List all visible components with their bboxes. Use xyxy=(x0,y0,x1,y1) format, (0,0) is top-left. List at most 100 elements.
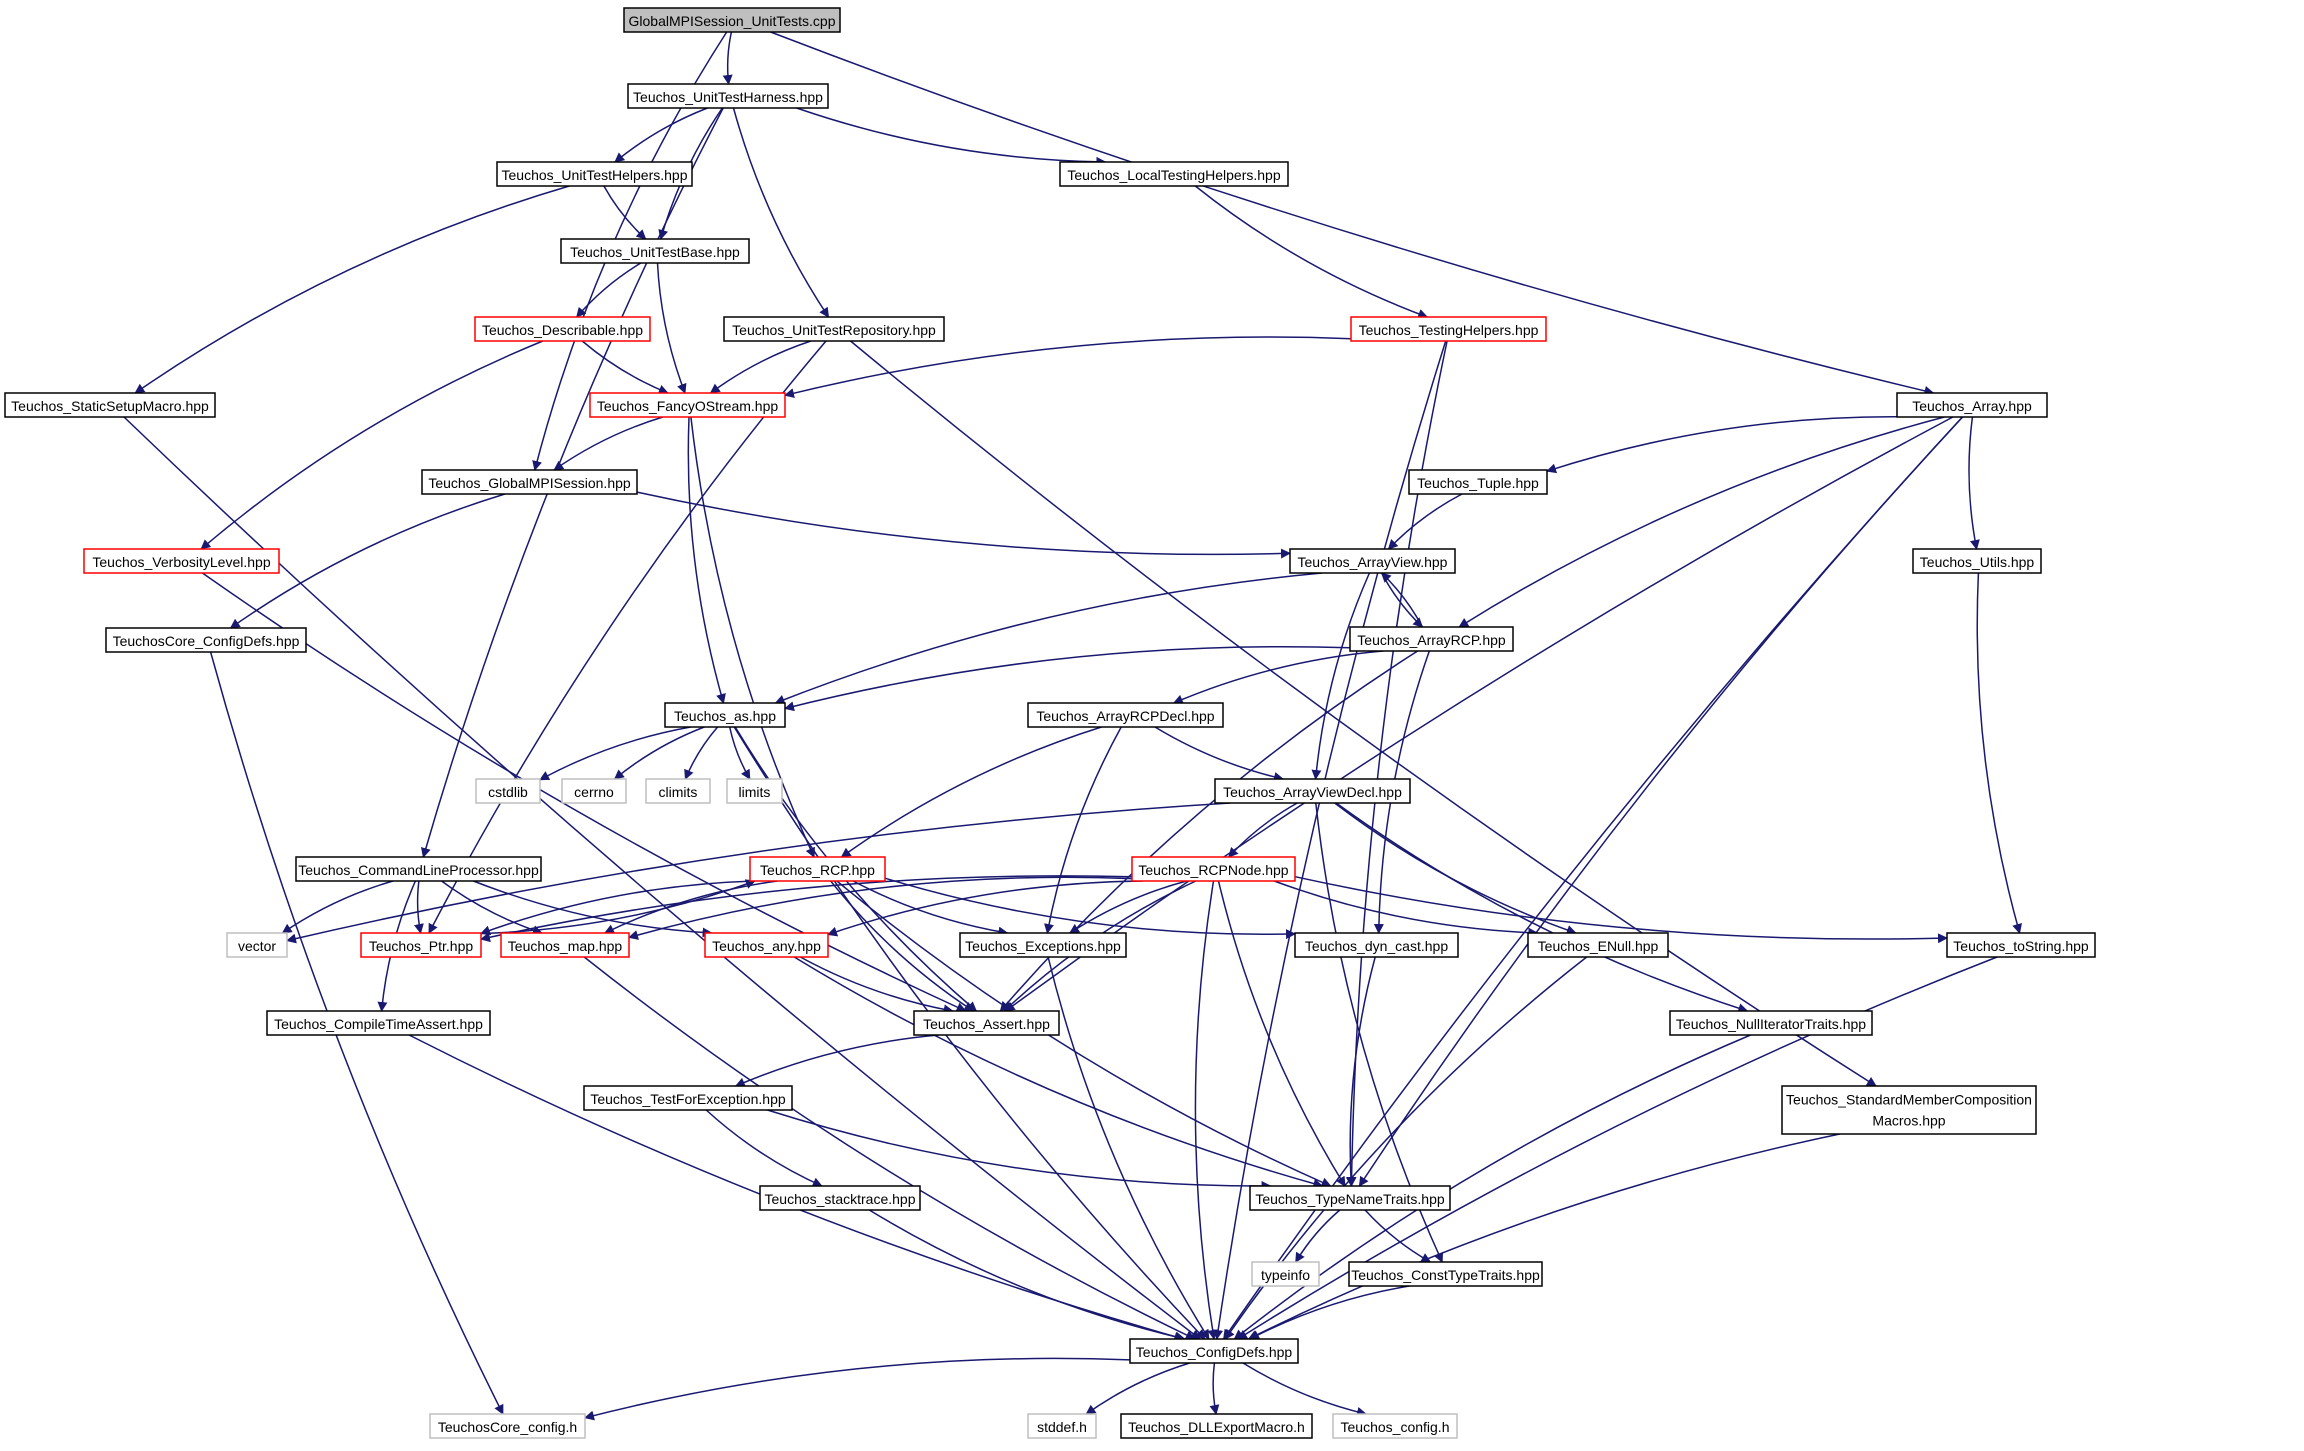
edge-line xyxy=(636,491,1291,559)
node-rcpnode[interactable]: Teuchos_RCPNode.hpp xyxy=(1131,856,1296,882)
node-nulliter[interactable]: Teuchos_NullIteratorTraits.hpp xyxy=(1669,1010,1873,1036)
edge-line xyxy=(1194,185,1429,319)
node-coreconfig[interactable]: TeuchosCore_config.h xyxy=(429,1413,586,1439)
edge-arrayview-to-arrayrcp xyxy=(1380,572,1424,628)
node-map[interactable]: Teuchos_map.hpp xyxy=(500,932,630,958)
edge-base-to-describable xyxy=(576,262,642,318)
node-fancy[interactable]: Teuchos_FancyOStream.hpp xyxy=(589,392,786,418)
node-label: typeinfo xyxy=(1261,1267,1310,1283)
edge-line xyxy=(583,956,1196,1340)
node-utils[interactable]: Teuchos_Utils.hpp xyxy=(1912,548,2042,574)
edge-repository-to-stdmember xyxy=(850,340,1877,1087)
node-config[interactable]: Teuchos_config.h xyxy=(1332,1413,1458,1439)
node-label: Teuchos_GlobalMPISession.hpp xyxy=(428,475,631,491)
node-enull[interactable]: Teuchos_ENull.hpp xyxy=(1527,932,1669,958)
edge-line xyxy=(793,956,1324,1189)
node-arrayrcpdecl[interactable]: Teuchos_ArrayRCPDecl.hpp xyxy=(1027,702,1224,728)
node-testforexc[interactable]: Teuchos_TestForException.hpp xyxy=(583,1085,793,1111)
node-tuple[interactable]: Teuchos_Tuple.hpp xyxy=(1408,469,1548,495)
node-typename[interactable]: Teuchos_TypeNameTraits.hpp xyxy=(1249,1185,1451,1211)
node-ptr[interactable]: Teuchos_Ptr.hpp xyxy=(360,932,482,958)
node-box xyxy=(1781,1085,2037,1135)
edge-arrayrcpdecl-to-rcp xyxy=(840,726,1102,858)
node-label: stddef.h xyxy=(1037,1419,1087,1435)
edge-rcp-to-typename xyxy=(836,880,1332,1187)
edge-line xyxy=(286,802,1231,944)
node-label: Teuchos_ENull.hpp xyxy=(1538,938,1659,954)
node-base[interactable]: Teuchos_UnitTestBase.hpp xyxy=(560,238,750,264)
edge-rcpnode-to-typename xyxy=(1217,880,1346,1187)
node-staticsetup[interactable]: Teuchos_StaticSetupMacro.hpp xyxy=(4,392,216,418)
node-label: Teuchos_FancyOStream.hpp xyxy=(597,398,779,414)
node-tostring[interactable]: Teuchos_toString.hpp xyxy=(1946,932,2096,958)
node-rcp[interactable]: Teuchos_RCP.hpp xyxy=(749,856,886,882)
edge-configdefs-to-config xyxy=(1242,1362,1367,1417)
node-arrayviewdecl[interactable]: Teuchos_ArrayViewDecl.hpp xyxy=(1214,778,1411,804)
node-assert[interactable]: Teuchos_Assert.hpp xyxy=(913,1010,1060,1036)
edge-line xyxy=(281,880,394,934)
node-stacktrace[interactable]: Teuchos_stacktrace.hpp xyxy=(759,1185,921,1211)
node-cstdlib[interactable]: cstdlib xyxy=(475,778,541,804)
node-stdmember[interactable]: Teuchos_StandardMemberCompositionMacros.… xyxy=(1781,1085,2037,1135)
node-dllexport[interactable]: Teuchos_DLLExportMacro.h xyxy=(1120,1413,1313,1439)
node-configdefs[interactable]: Teuchos_ConfigDefs.hpp xyxy=(1129,1338,1299,1364)
edge-fancy-to-globalmpi xyxy=(553,416,664,471)
node-exceptions[interactable]: Teuchos_Exceptions.hpp xyxy=(959,932,1127,958)
node-arrayview[interactable]: Teuchos_ArrayView.hpp xyxy=(1289,548,1456,574)
node-describable[interactable]: Teuchos_Describable.hpp xyxy=(474,316,651,342)
edge-rcpnode-to-ptr xyxy=(480,875,1133,943)
node-vector[interactable]: vector xyxy=(226,932,288,958)
node-climits[interactable]: climits xyxy=(645,778,711,804)
node-label: Teuchos_StandardMemberComposition xyxy=(1786,1091,2032,1107)
node-root[interactable]: GlobalMPISession_UnitTests.cpp xyxy=(623,7,841,33)
edge-globalmpi-to-coreconfigdefs xyxy=(229,493,506,629)
edge-line xyxy=(784,336,1352,399)
edge-line xyxy=(1228,802,1298,858)
node-localtesting[interactable]: Teuchos_LocalTestingHelpers.hpp xyxy=(1059,161,1289,187)
node-verbosity[interactable]: Teuchos_VerbosityLevel.hpp xyxy=(83,548,280,574)
edge-rcpnode-to-any xyxy=(827,880,1143,937)
node-label: Teuchos_ArrayRCPDecl.hpp xyxy=(1036,708,1214,724)
node-box xyxy=(561,778,627,804)
node-box xyxy=(1408,469,1548,495)
edge-line xyxy=(1335,802,1749,1014)
node-label: Teuchos_ArrayRCP.hpp xyxy=(1357,632,1506,648)
node-cerrno[interactable]: cerrno xyxy=(561,778,627,804)
edge-rcp-to-ptr xyxy=(480,880,755,936)
node-dyncast[interactable]: Teuchos_dyn_cast.hpp xyxy=(1294,932,1459,958)
node-arrayrcp[interactable]: Teuchos_ArrayRCP.hpp xyxy=(1349,626,1514,652)
edge-line xyxy=(734,1034,939,1088)
edge-line xyxy=(1237,956,1998,1340)
node-array[interactable]: Teuchos_Array.hpp xyxy=(1896,392,2048,418)
node-limits[interactable]: limits xyxy=(726,778,783,804)
edge-line xyxy=(830,880,975,1012)
node-compiletime[interactable]: Teuchos_CompileTimeAssert.hpp xyxy=(266,1010,491,1036)
edge-helpers-to-staticsetup xyxy=(134,185,570,394)
node-repository[interactable]: Teuchos_UnitTestRepository.hpp xyxy=(723,316,945,342)
edge-line xyxy=(441,880,543,935)
edge-line xyxy=(796,107,1107,167)
node-helpers[interactable]: Teuchos_UnitTestHelpers.hpp xyxy=(496,161,693,187)
node-harness[interactable]: Teuchos_UnitTestHarness.hpp xyxy=(627,83,829,109)
node-cmdline[interactable]: Teuchos_CommandLineProcessor.hpp xyxy=(295,856,542,882)
node-box xyxy=(645,778,711,804)
edge-fancy-to-as xyxy=(687,416,726,704)
edge-line xyxy=(209,651,504,1415)
edge-line xyxy=(1358,416,1964,1187)
edge-line xyxy=(1458,416,1945,628)
node-box xyxy=(474,316,651,342)
node-testinghelpers[interactable]: Teuchos_TestingHelpers.hpp xyxy=(1350,316,1547,342)
edge-globalmpi-to-arrayview xyxy=(636,491,1291,559)
edge-line xyxy=(539,726,691,781)
node-any[interactable]: Teuchos_any.hpp xyxy=(704,932,829,958)
node-label: Teuchos_ArrayView.hpp xyxy=(1298,554,1448,570)
node-typeinfo[interactable]: typeinfo xyxy=(1251,1261,1320,1287)
edge-cmdline-to-any xyxy=(473,880,713,938)
edge-as-to-limits xyxy=(728,726,751,780)
node-coreconfigdefs[interactable]: TeuchosCore_ConfigDefs.hpp xyxy=(105,627,307,653)
node-stddef[interactable]: stddef.h xyxy=(1027,1413,1097,1439)
node-as[interactable]: Teuchos_as.hpp xyxy=(664,702,786,728)
node-globalmpi[interactable]: Teuchos_GlobalMPISession.hpp xyxy=(421,469,638,495)
node-consttype[interactable]: Teuchos_ConstTypeTraits.hpp xyxy=(1348,1261,1543,1287)
edge-line xyxy=(770,31,1935,396)
